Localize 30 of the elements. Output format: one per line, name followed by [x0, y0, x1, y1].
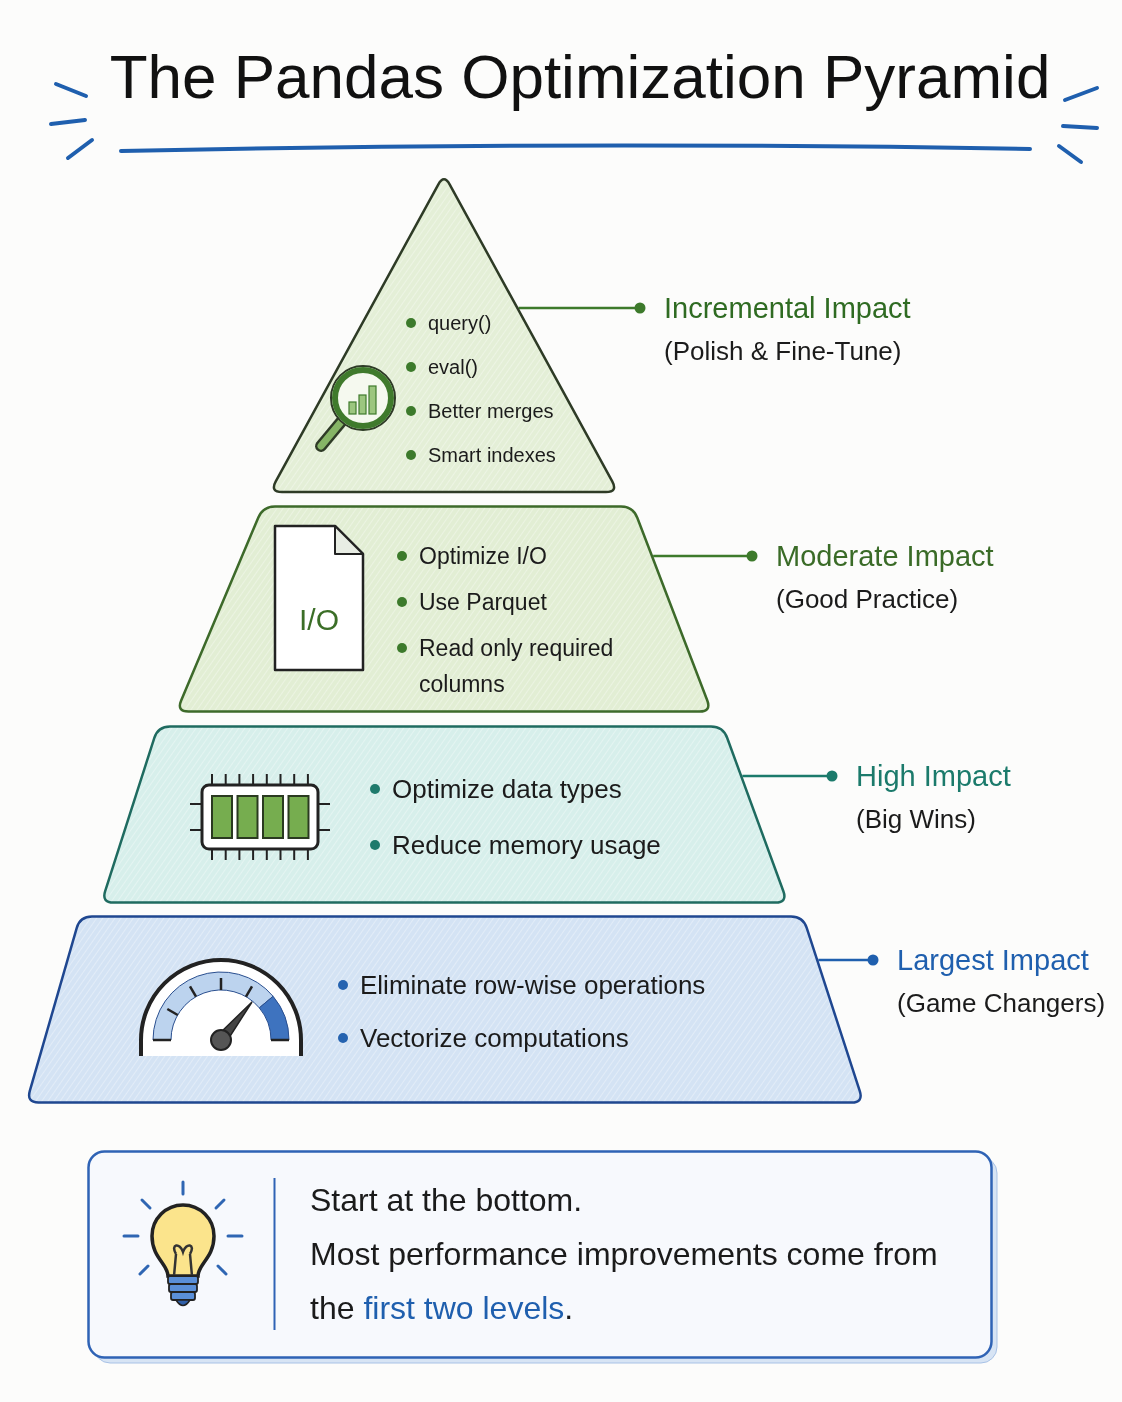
leader-line: [742, 770, 838, 782]
tip-text: Most performance improvements come from the first two levels.: [310, 1235, 939, 1328]
impact-heading: Incremental Impact: [664, 291, 911, 326]
tip-card: [87, 1150, 998, 1364]
list-item: Use Parquet: [395, 584, 547, 620]
pyramid-tier: [100, 725, 789, 904]
impact-heading: Moderate Impact: [776, 539, 994, 574]
leader-line: [518, 302, 646, 314]
impact-subtitle: (Polish & Fine-Tune): [664, 335, 902, 368]
pyramid-tier: [25, 915, 865, 1104]
list-item: Vectorize computations: [336, 1018, 629, 1058]
impact-subtitle: (Good Practice): [776, 583, 959, 616]
leader-line: [818, 954, 879, 966]
impact-heading: High Impact: [856, 759, 1011, 794]
impact-subtitle: (Game Changers): [897, 987, 1106, 1020]
diagram-title: The Pandas Optimization Pyramid: [109, 41, 1051, 113]
leader-line: [653, 550, 758, 562]
list-item: Reduce memory usage: [368, 825, 661, 865]
document-card: I/O: [273, 524, 365, 672]
list-item: Optimize data types: [368, 769, 622, 809]
impact-subtitle: (Big Wins): [856, 803, 976, 836]
tip-text: Start at the bottom.: [310, 1181, 584, 1220]
list-item: Optimize I/O: [395, 538, 547, 574]
list-item: Better merges: [404, 389, 554, 433]
list-item: eval(): [404, 345, 478, 389]
list-item: query(): [404, 301, 492, 345]
impact-heading: Largest Impact: [897, 943, 1089, 978]
list-item: Read only required columns: [395, 630, 674, 702]
list-item: Smart indexes: [404, 433, 556, 477]
list-item: Eliminate row-wise operations: [336, 965, 706, 1005]
